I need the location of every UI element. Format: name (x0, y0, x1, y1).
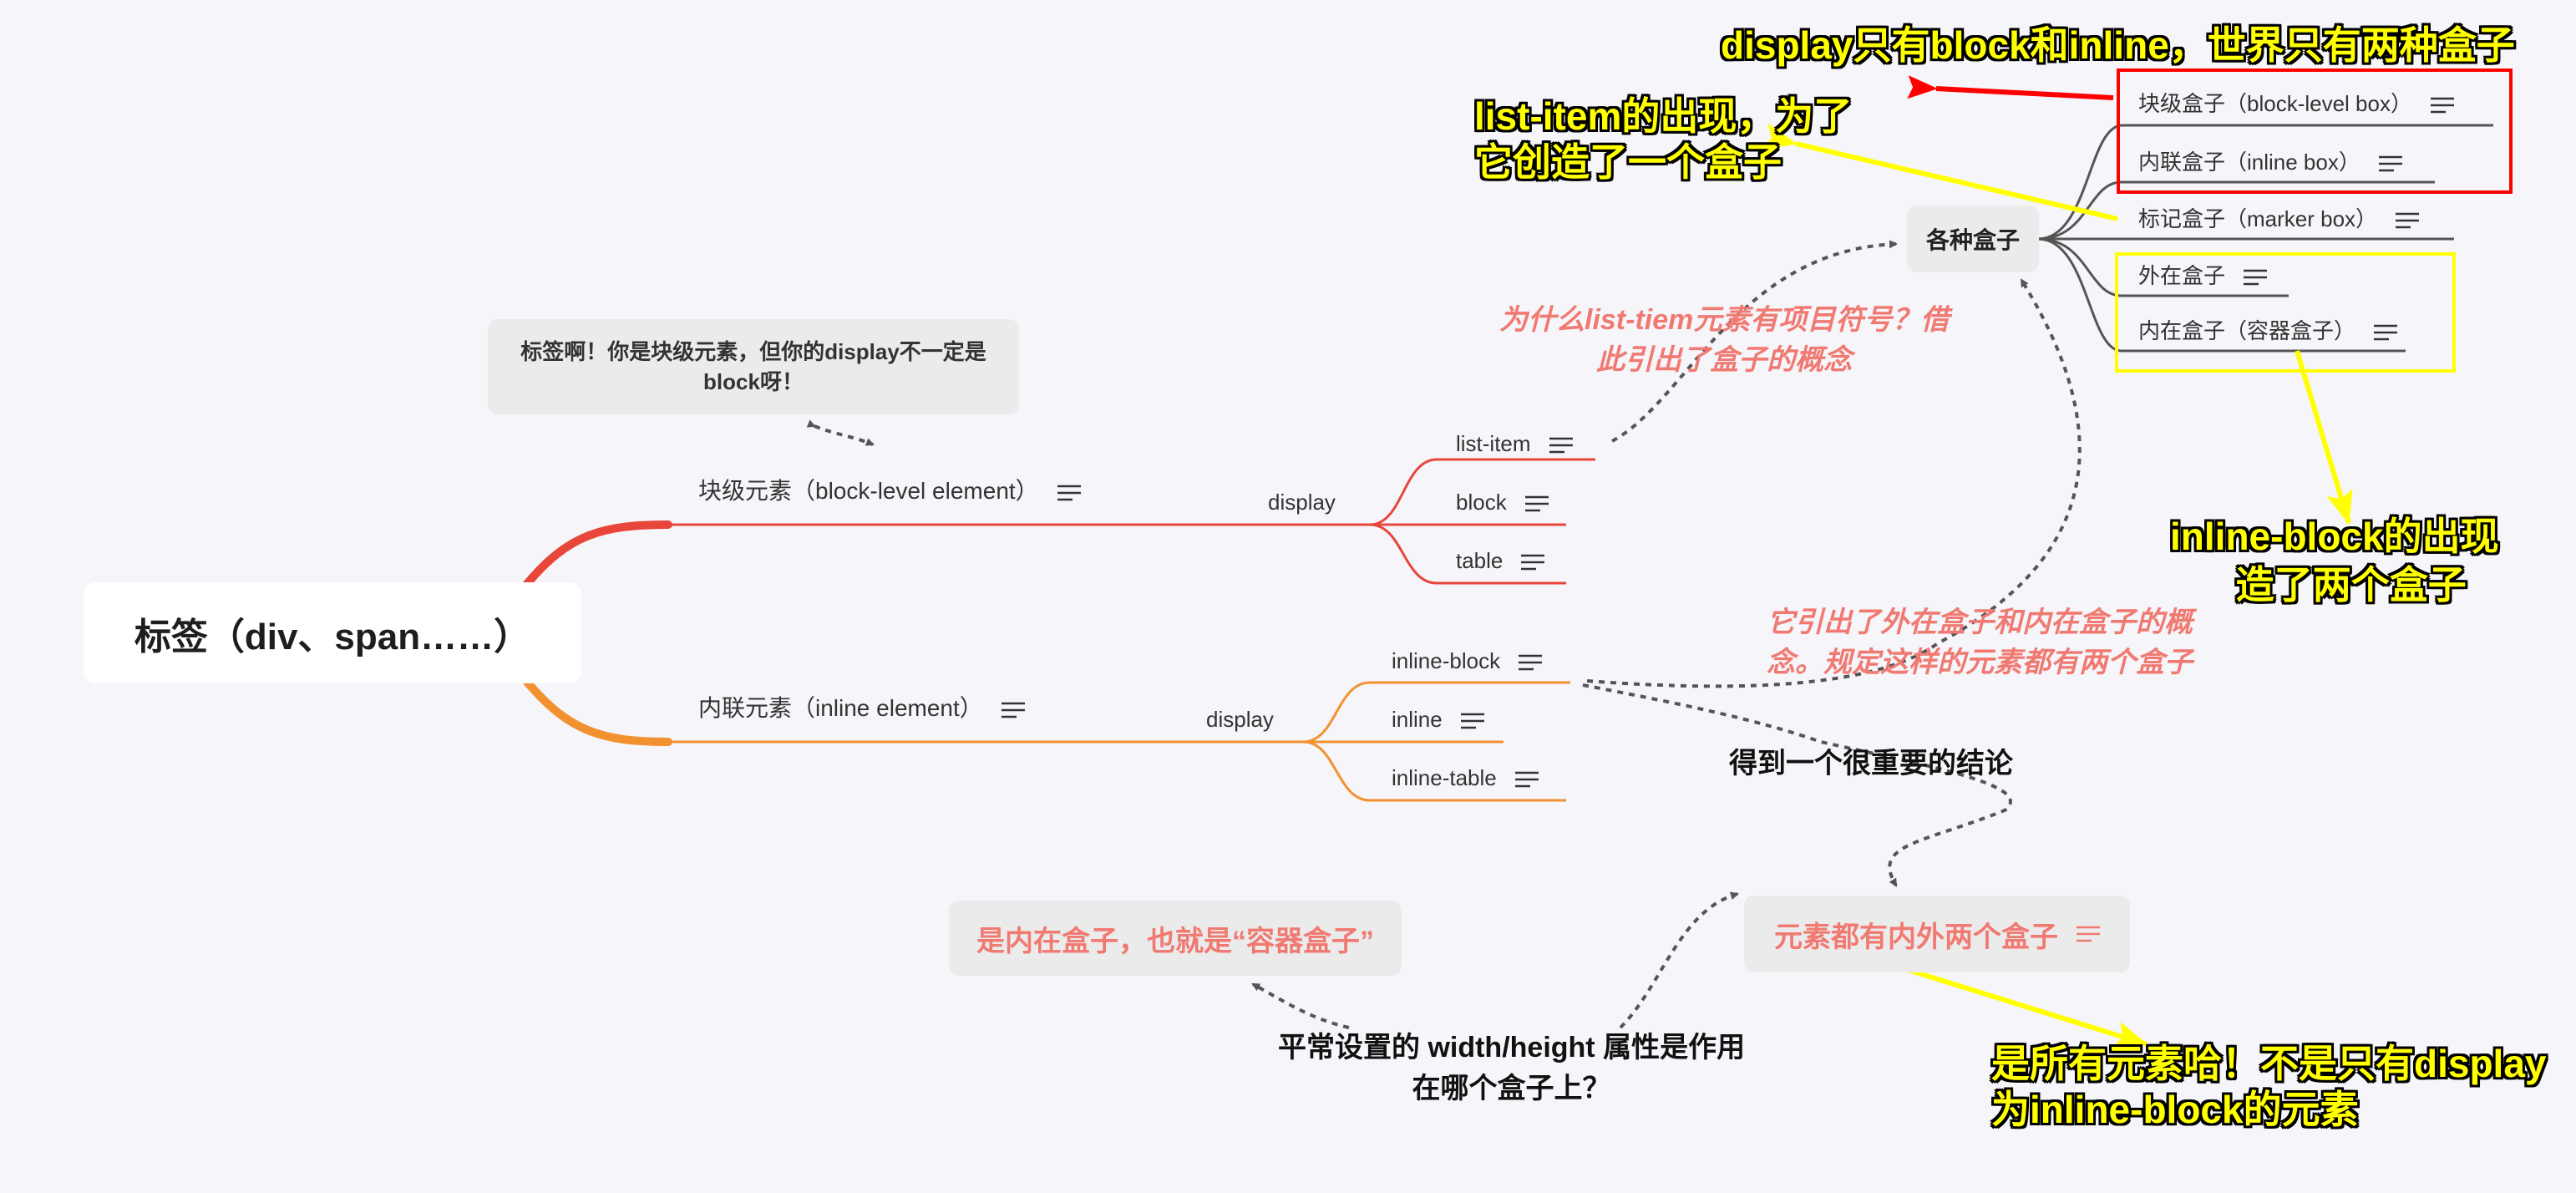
yellow-frame (2115, 252, 2456, 373)
note-lines-icon (1057, 485, 1081, 500)
list-item-to-hub (1611, 240, 1898, 443)
table-link (1369, 523, 1566, 585)
inline-table-node[interactable]: inline-table (1392, 765, 1539, 791)
list-item-box-line-2: 它创造了一个盒子 (1474, 140, 1782, 185)
block-node[interactable]: block (1456, 490, 1549, 515)
inline-box-label: 内联盒子（inline box） (2138, 150, 2360, 175)
list-item-why-line-1: 为什么list-tiem元素有项目符号？借 (1499, 304, 1950, 336)
inline-node[interactable]: inline (1392, 707, 1484, 733)
table-label: table (1456, 548, 1504, 573)
block-level-box-label: 块级盒子（block-level box） (2138, 91, 2412, 116)
question-line-2: 在哪个盒子上？ (1412, 1073, 1611, 1105)
display-two-highlight: display只有block和inline，世界只有两种盒子 (1721, 23, 2515, 67)
conclusion-text: 元素都有内外两个盒子 (1774, 921, 2058, 953)
all-elements-line-1: 是所有元素哈！不是只有display (1991, 1042, 2547, 1085)
outer-box-label: 外在盒子 (2138, 263, 2226, 288)
block-element-node[interactable]: 块级元素（block-level element） (698, 473, 1081, 506)
red-frame (2117, 69, 2513, 194)
inline-block-to-conclusion (1582, 683, 2012, 887)
tag-note-link (806, 419, 875, 446)
inline-branch-curve (522, 677, 672, 746)
block-level-box-node[interactable]: 块级盒子（block-level box） (2138, 87, 2454, 118)
list-item-box-line-1: list-item的出现，为了 (1474, 94, 1853, 138)
marker-box-node[interactable]: 标记盒子（marker box） (2138, 202, 2420, 233)
list-item-link (1369, 458, 1595, 526)
block-branch-curve (522, 520, 672, 589)
note-lines-icon (1460, 713, 1484, 729)
hub-link-1 (2037, 124, 2493, 241)
inline-block-note: 它引出了外在盒子和内在盒子的概 念。规定这样的元素都有两个盒子 (1767, 603, 2193, 683)
inline-label: inline (1392, 707, 1443, 732)
tag-note[interactable]: 标签啊！你是块级元素，但你的display不一定是block呀！ (488, 319, 1019, 414)
question-note: 平常设置的 width/height 属性是作用 在哪个盒子上？ (1278, 1028, 1745, 1110)
boxes-hub-label: 各种盒子 (1925, 227, 2020, 253)
boxes-hub-node[interactable]: 各种盒子 (1907, 206, 2039, 272)
inline-block-link (1302, 681, 1570, 744)
inline-table-link (1302, 740, 1566, 802)
list-item-why-note: 为什么list-tiem元素有项目符号？借 此引出了盒子的概念 (1499, 301, 1949, 380)
inline-display-label: display (1206, 707, 1274, 732)
block-display-label: display (1268, 490, 1336, 515)
inline-block-node[interactable]: inline-block (1392, 648, 1543, 674)
inline-box-node[interactable]: 内联盒子（inline box） (2138, 145, 2402, 176)
note-lines-icon (2374, 324, 2398, 341)
list-item-why-line-2: 此引出了盒子的概念 (1596, 343, 1853, 376)
note-lines-icon (2396, 212, 2420, 229)
inline-block-box-line-1: inline-block的出现 (2170, 515, 2499, 558)
inline-element-label: 内联元素（inline element） (698, 695, 983, 721)
root-node[interactable]: 标签（div、span……） (84, 582, 581, 683)
yellow-arrow-list-item (1762, 123, 2118, 221)
note-lines-icon (1001, 702, 1025, 718)
note-lines-icon (2244, 269, 2268, 286)
inline-element-node[interactable]: 内联元素（inline element） (698, 690, 1025, 723)
note-lines-icon (1519, 654, 1543, 671)
block-label: block (1456, 490, 1507, 515)
hub-link-5 (2037, 237, 2406, 353)
answer-node[interactable]: 是内在盒子，也就是“容器盒子” (949, 901, 1402, 976)
inner-box-node[interactable]: 内在盒子（容器盒子） (2138, 314, 2398, 345)
note-lines-icon (2430, 97, 2454, 114)
yellow-arrow-inline-block (2295, 350, 2353, 525)
table-node[interactable]: table (1456, 548, 1545, 574)
block-element-label: 块级元素（block-level element） (698, 478, 1039, 504)
question-to-conclusion (1619, 891, 1739, 1029)
note-lines-icon (2378, 155, 2402, 172)
tag-note-text: 标签啊！你是块级元素，但你的display不一定是block呀！ (520, 338, 986, 394)
note-lines-icon (1521, 554, 1545, 571)
inner-box-label: 内在盒子（容器盒子） (2138, 318, 2356, 343)
note-lines-icon (1514, 771, 1539, 788)
inline-block-box-highlight: inline-block的出现 造了两个盒子 (2170, 513, 2499, 609)
inline-block-note-line-2: 念。规定这样的元素都有两个盒子 (1767, 646, 2193, 678)
conclusion-label: 得到一个很重要的结论 (1729, 748, 2013, 779)
inline-table-label: inline-table (1392, 765, 1497, 790)
list-item-label: list-item (1456, 431, 1531, 456)
list-item-node[interactable]: list-item (1456, 431, 1573, 457)
marker-box-label: 标记盒子（marker box） (2138, 206, 2378, 231)
inline-block-to-hub (1586, 278, 2082, 688)
answer-text: 是内在盒子，也就是“容器盒子” (976, 925, 1374, 957)
all-elements-highlight: 是所有元素哈！不是只有display 为inline-block的元素 (1991, 1041, 2547, 1133)
root-label: 标签（div、span……） (134, 616, 531, 657)
note-lines-icon (1549, 437, 1573, 454)
inline-block-box-line-2: 造了两个盒子 (2235, 562, 2467, 607)
note-lines-icon (1524, 495, 1549, 512)
inline-block-note-line-1: 它引出了外在盒子和内在盒子的概 (1767, 607, 2193, 638)
inline-block-label: inline-block (1392, 648, 1501, 673)
note-lines-icon (2077, 926, 2100, 942)
list-item-box-highlight: list-item的出现，为了 它创造了一个盒子 (1474, 94, 1852, 185)
yellow-arrow-all (1891, 962, 2148, 1048)
question-line-1: 平常设置的 width/height 属性是作用 (1278, 1032, 1746, 1064)
question-to-answer (1251, 982, 1350, 1029)
red-arrow (1907, 75, 2114, 100)
outer-box-node[interactable]: 外在盒子 (2138, 259, 2268, 290)
conclusion-node[interactable]: 元素都有内外两个盒子 (1744, 896, 2130, 972)
all-elements-line-2: 为inline-block的元素 (1991, 1088, 2359, 1132)
